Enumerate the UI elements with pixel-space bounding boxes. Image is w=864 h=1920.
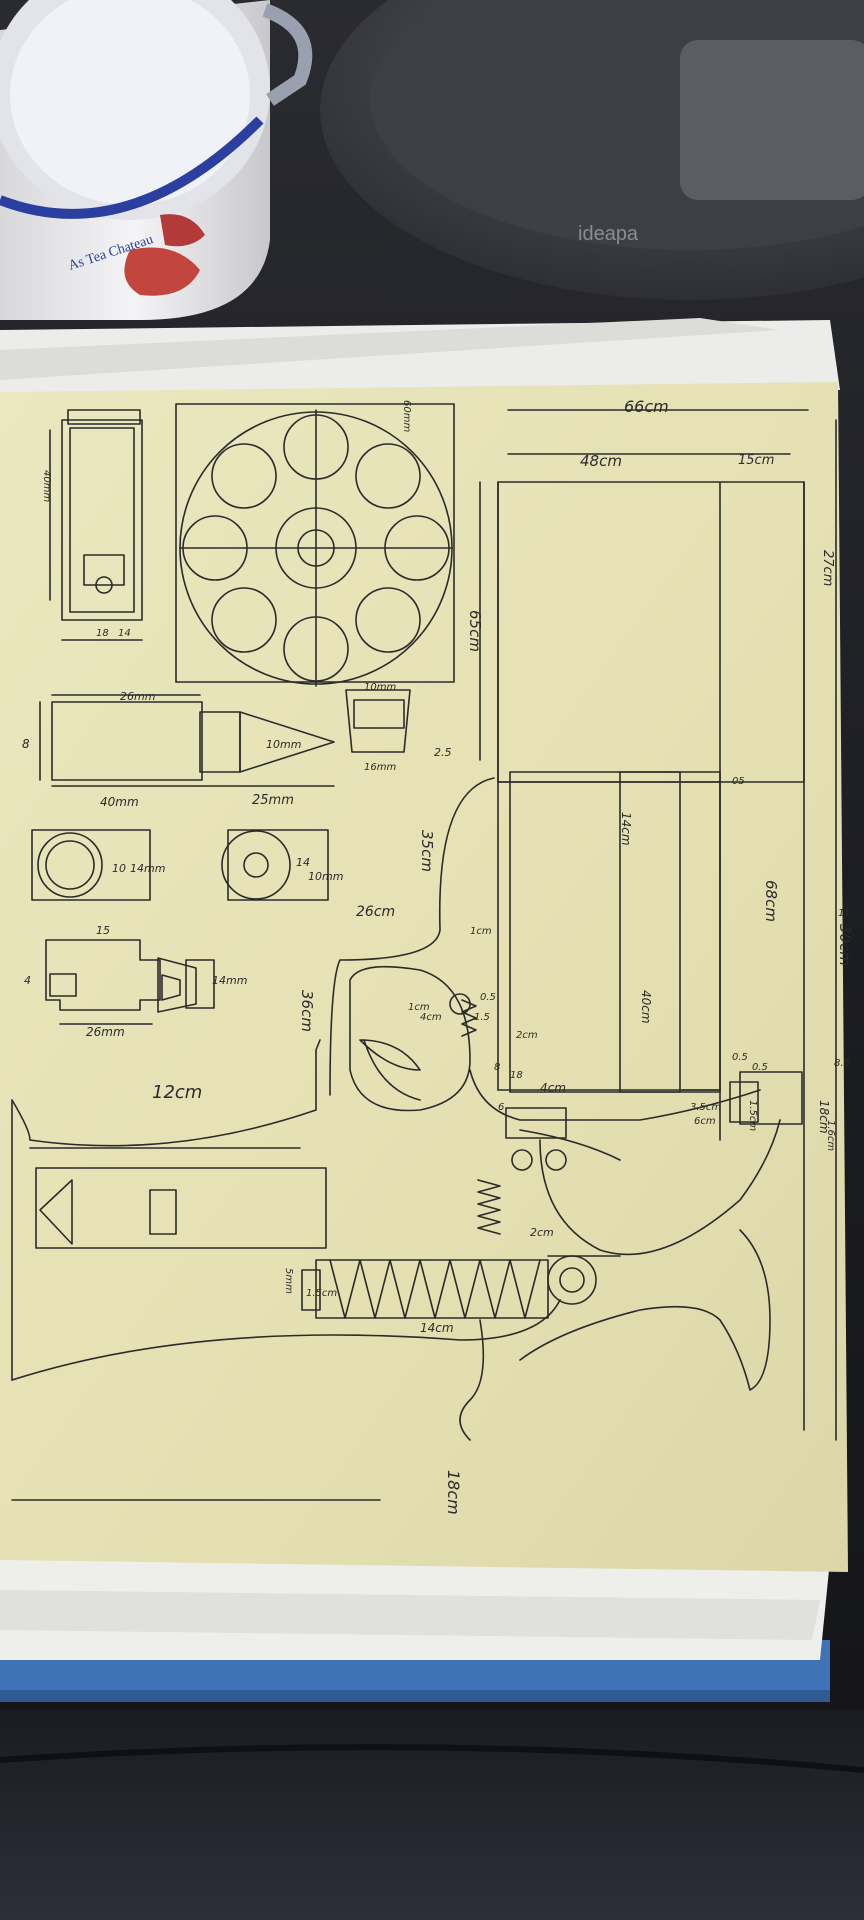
label-small-l: 0.5	[752, 1062, 768, 1073]
label-small-a: 05	[732, 776, 745, 787]
label-small-e: 1.5	[474, 1012, 490, 1023]
label-right-height: 27cm	[820, 550, 835, 586]
label-small-d: 0.5	[480, 992, 496, 1003]
label-frame-height: 35cm	[418, 830, 436, 872]
label-screw: 5mm	[283, 1268, 294, 1294]
label-gear-width: 26mm	[86, 1025, 125, 1039]
label-small-o: 0.5	[732, 1052, 748, 1063]
label-bullet-length-b: 25mm	[252, 793, 294, 808]
label-gear-mark: 4	[24, 974, 31, 987]
label-ring-b-outer: 10mm	[308, 870, 343, 883]
label-mid-small: 18cm	[817, 1100, 831, 1134]
gear-sketch	[45, 939, 215, 1025]
label-wedge-bottom: 16mm	[364, 762, 396, 773]
label-small-n: 8.5	[834, 1058, 850, 1069]
label-small-s: 6cm	[694, 1116, 716, 1127]
label-stock-width: 12cm	[152, 1082, 202, 1103]
label-cylinder: 60mm	[401, 400, 412, 432]
stock-sketch	[11, 1039, 561, 1501]
label-lower-height: 68cm	[762, 880, 780, 922]
label-small-c: 2.5	[434, 746, 452, 759]
rings-sketch	[31, 829, 329, 901]
label-small-j: 1.6cm	[825, 1120, 836, 1151]
label-clip-width: 18	[96, 628, 109, 639]
cylinder-sketch	[175, 403, 455, 687]
label-small-k: 1.5cm	[747, 1100, 758, 1131]
label-total-height: 30cm	[836, 924, 854, 966]
label-small-h: 18	[510, 1070, 523, 1081]
label-bullet-top: 26mm	[120, 690, 155, 703]
label-inner-width: 48cm	[580, 452, 622, 470]
clip-sketch	[49, 409, 143, 641]
spring-sketch	[301, 999, 621, 1319]
label-mid-height: 40cm	[639, 990, 653, 1024]
dimension-labels: 66cm 48cm 15cm 27cm 65cm 35cm 36cm 30cm …	[22, 397, 854, 1515]
label-small-q: 1cm	[408, 1002, 430, 1013]
bullet-sketch	[39, 689, 411, 787]
label-wedge-top: 10mm	[364, 682, 396, 693]
chair-seat	[0, 1710, 864, 1920]
label-grip-top: 26cm	[356, 904, 395, 920]
receiver-sketch	[479, 409, 837, 1441]
label-gear-height: 14mm	[212, 974, 247, 987]
label-ring-a-inner: 10	[112, 862, 126, 875]
label-side-width: 15cm	[738, 453, 774, 468]
label-small-m: 11	[838, 908, 851, 919]
lamp-brand-text: ideapa	[578, 223, 639, 245]
label-ring-a-outer: 14mm	[130, 862, 165, 875]
label-slot-width: 4cm	[540, 1081, 566, 1095]
label-clip-height: 40mm	[41, 470, 52, 502]
label-bullet-h: 8	[22, 737, 30, 751]
label-bolt-width: 2cm	[530, 1226, 554, 1239]
label-bullet-tip: 10mm	[266, 738, 301, 751]
frame-sketch	[329, 777, 781, 1441]
label-ring-b-inner: 14	[296, 856, 310, 869]
mug: As Tea Chateau	[0, 0, 313, 320]
label-small-b: 1cm	[470, 926, 492, 937]
label-small-f: 8	[494, 1062, 500, 1073]
paper-stack	[0, 318, 840, 1660]
label-small-r: 4cm	[420, 1012, 442, 1023]
label-small-i: 2cm	[516, 1030, 538, 1041]
label-bottom-width: 18cm	[444, 1470, 463, 1515]
label-grip-height: 36cm	[298, 990, 316, 1032]
label-top-width: 66cm	[624, 397, 669, 416]
label-small-p: 3.5cm	[690, 1102, 721, 1113]
blueprint-drawing	[11, 403, 837, 1501]
label-bullet-length-a: 40mm	[100, 795, 139, 809]
label-inner-height: 14cm	[619, 812, 633, 846]
label-small-g: 6	[498, 1102, 504, 1113]
label-clip-side: 14	[118, 628, 131, 639]
hammer-sketch	[449, 993, 803, 1171]
label-spring-width: 14cm	[420, 1321, 454, 1335]
lamp-base: ideapa	[320, 0, 864, 300]
label-small-t: 1.5cm	[306, 1288, 337, 1299]
label-barrel-height: 65cm	[466, 610, 484, 652]
drawing-sheet	[0, 382, 848, 1572]
label-gear-top: 15	[96, 924, 110, 937]
